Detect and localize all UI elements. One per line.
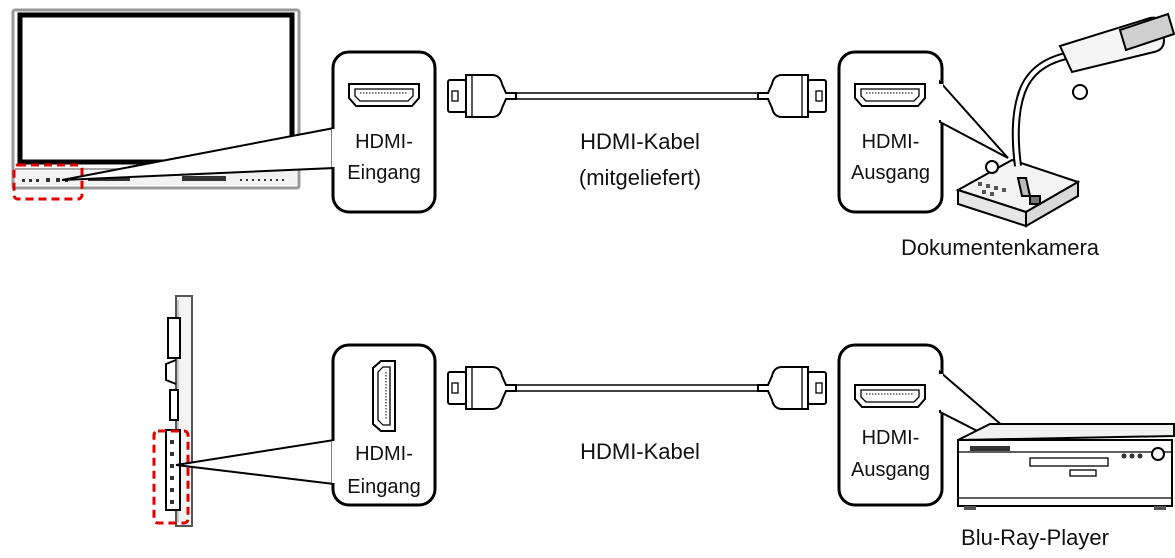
output-label-bottom-line1: HDMI- bbox=[861, 427, 920, 449]
input-label-top-line2: Eingang bbox=[347, 162, 421, 184]
display-side-icon bbox=[165, 295, 193, 527]
hdmi-plug-icon bbox=[757, 366, 827, 410]
device-label-blu-ray-player: Blu-Ray-Player bbox=[961, 525, 1109, 550]
document-camera-icon bbox=[955, 12, 1175, 228]
hdmi-plug-icon bbox=[447, 74, 517, 118]
hdmi-port-icon bbox=[372, 360, 396, 432]
hdmi-plug-icon bbox=[447, 366, 517, 410]
input-callout-pointer bbox=[175, 438, 335, 486]
display-front-icon bbox=[11, 8, 301, 190]
hdmi-port-icon bbox=[854, 384, 926, 408]
input-label-top-line1: HDMI- bbox=[355, 131, 413, 153]
output-label-bottom-line2: Ausgang bbox=[851, 459, 930, 481]
input-label-bottom-line2: Eingang bbox=[347, 476, 421, 498]
hdmi-port-icon bbox=[348, 83, 420, 107]
hdmi-port-icon bbox=[854, 83, 926, 107]
device-label-document-camera: Dokumentenkamera bbox=[900, 235, 1100, 260]
cable-label-bottom: HDMI-Kabel bbox=[580, 439, 700, 464]
input-highlight-box bbox=[152, 429, 190, 525]
cable-label-top-line1: HDMI-Kabel bbox=[580, 129, 700, 154]
blu-ray-player-icon bbox=[957, 423, 1175, 510]
hdmi-plug-icon bbox=[757, 74, 827, 118]
output-label-top-line2: Ausgang bbox=[851, 162, 930, 184]
cable-label-top-line2: (mitgeliefert) bbox=[578, 165, 702, 190]
input-label-bottom-line1: HDMI- bbox=[355, 443, 413, 465]
output-label-top-line1: HDMI- bbox=[861, 131, 920, 153]
output-callout-pointer bbox=[939, 79, 1009, 159]
hdmi-cable-bottom bbox=[447, 366, 827, 410]
input-highlight-box bbox=[12, 163, 84, 201]
output-callout-box bbox=[837, 343, 944, 507]
hdmi-cable-top bbox=[447, 74, 827, 118]
